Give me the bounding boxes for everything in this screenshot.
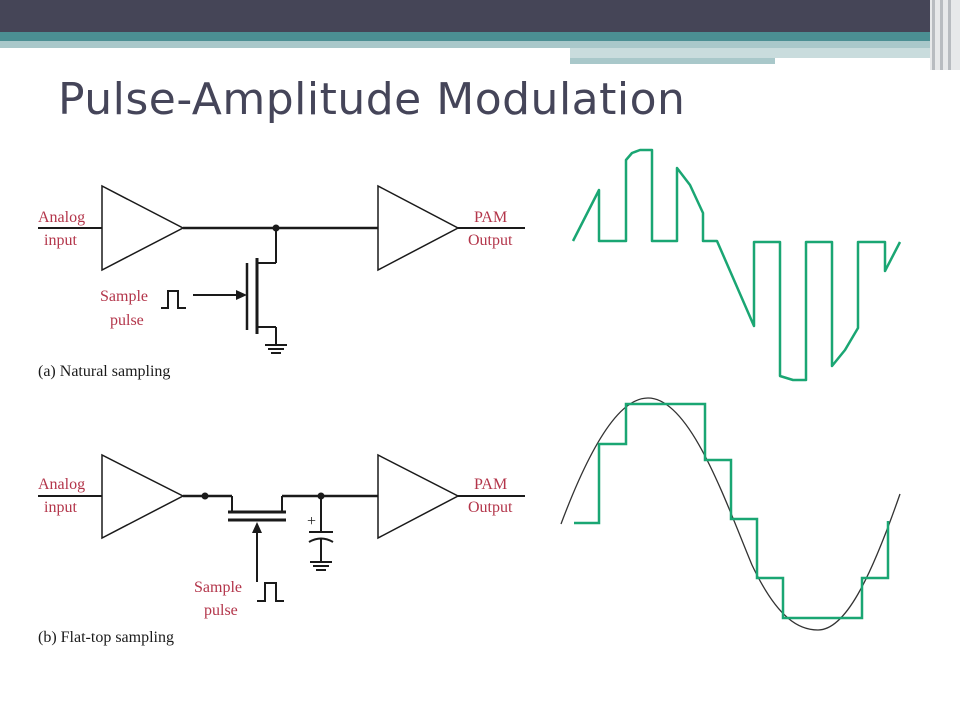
- analog-input-label-a-line2: input: [44, 232, 77, 249]
- caption-flat-top-sampling: (b) Flat-top sampling: [38, 629, 174, 646]
- top-decorative-bar: [0, 0, 960, 70]
- waveform-natural-sampling: [571, 148, 902, 382]
- sample-pulse-label-a-line2: pulse: [110, 312, 144, 329]
- pam-output-label-b-line1: PAM: [474, 476, 507, 493]
- circuit-flat-top-sampling: [38, 453, 525, 602]
- junction-dot-b1: [201, 492, 209, 500]
- capacitor-plate-bottom: [308, 537, 334, 543]
- slide-title: Pulse-Amplitude Modulation: [58, 74, 686, 125]
- analog-input-label-b-line2: input: [44, 499, 77, 516]
- sample-arrow-b: [252, 522, 262, 533]
- sample-pulse-symbol-b: [257, 582, 284, 602]
- pam-output-label-b-line2: Output: [468, 499, 513, 516]
- sample-arrow-a: [236, 290, 247, 300]
- pam-output-label-a-line2: Output: [468, 232, 513, 249]
- pam-output-label-a-line1: PAM: [474, 209, 507, 226]
- sample-pulse-label-b-line1: Sample: [194, 579, 242, 596]
- analog-input-label-b-line1: Analog: [38, 476, 85, 493]
- input-amplifier-a: [101, 184, 185, 272]
- analog-input-label-a-line1: Analog: [38, 209, 85, 226]
- output-amplifier-a: [377, 184, 460, 272]
- sample-pulse-label-a-line1: Sample: [100, 288, 148, 305]
- circuit-natural-sampling: [38, 184, 525, 354]
- input-amplifier-b: [101, 453, 185, 540]
- caption-natural-sampling: (a) Natural sampling: [38, 363, 170, 380]
- output-amplifier-b: [377, 453, 460, 540]
- sample-pulse-symbol-a: [161, 290, 186, 309]
- capacitor-plus-sign: +: [307, 513, 316, 530]
- analog-sine-reference: [560, 397, 901, 631]
- waveform-flat-top-sampling: [574, 402, 890, 620]
- sample-pulse-label-b-line2: pulse: [204, 602, 238, 619]
